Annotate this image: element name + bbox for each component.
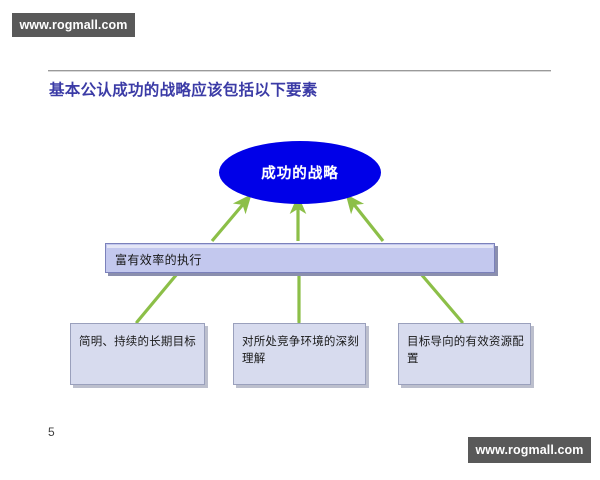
connector-bar-to-root-left: [210, 194, 252, 243]
diagram-node-bar[interactable]: 富有效率的执行: [105, 243, 495, 273]
page-title: 基本公认成功的战略应该包括以下要素: [49, 81, 318, 99]
diagram-node-leaf-2-label: 目标导向的有效资源配置: [407, 334, 524, 365]
diagram-node-leaf-2[interactable]: 目标导向的有效资源配置: [398, 323, 531, 385]
connector-bar-to-root-right: [345, 193, 385, 242]
watermark-bottom: www.rogmall.com: [468, 437, 591, 463]
diagram-node-root[interactable]: 成功的战略: [219, 141, 381, 204]
diagram-node-leaf-1[interactable]: 对所处竞争环境的深刻理解: [233, 323, 366, 385]
watermark-top: www.rogmall.com: [12, 13, 135, 37]
diagram-node-leaf-0[interactable]: 简明、持续的长期目标: [70, 323, 205, 385]
page-number: 5: [48, 425, 55, 439]
diagram-node-root-label: 成功的战略: [261, 165, 339, 182]
connector-leaf-0-to-bar: [135, 272, 179, 324]
diagram-node-bar-label: 富有效率的执行: [115, 253, 202, 267]
diagram-node-leaf-1-label: 对所处竞争环境的深刻理解: [242, 334, 359, 365]
bar-highlight: [107, 245, 493, 248]
title-divider-rule: [48, 70, 551, 72]
connector-leaf-2-to-bar: [419, 272, 464, 324]
diagram-node-leaf-0-label: 简明、持续的长期目标: [79, 334, 196, 348]
